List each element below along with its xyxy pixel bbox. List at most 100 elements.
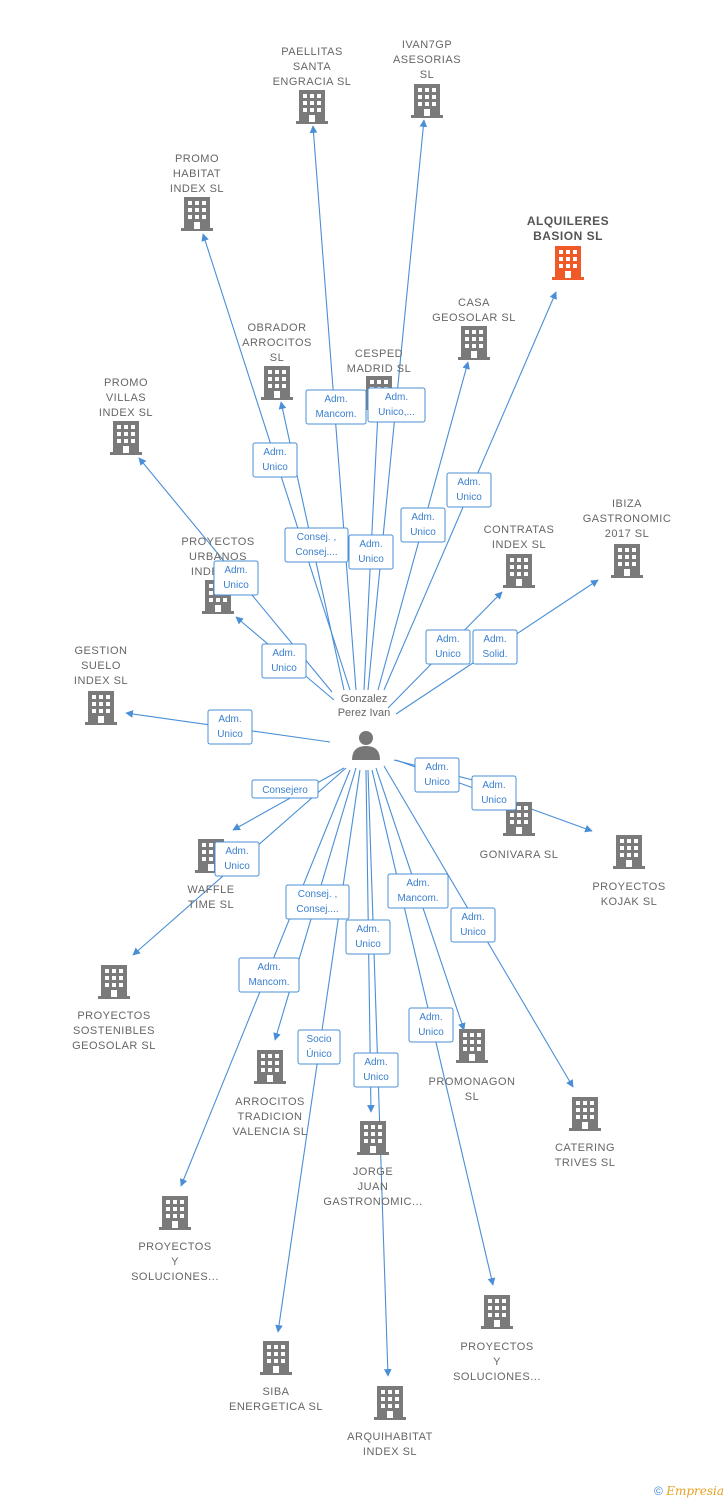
role-label-contratas[interactable]: Adm.Unico bbox=[425, 629, 471, 665]
role-box[interactable] bbox=[285, 884, 350, 920]
building-icon[interactable] bbox=[110, 421, 142, 455]
role-label-waffle[interactable]: Consejero bbox=[251, 779, 319, 799]
building-icon[interactable] bbox=[98, 965, 130, 999]
building-icon[interactable] bbox=[159, 1196, 191, 1230]
role-label-gestion-suelo[interactable]: Adm.Unico bbox=[207, 709, 253, 745]
role-box[interactable] bbox=[446, 472, 492, 508]
building-icon[interactable] bbox=[569, 1097, 601, 1131]
role-box[interactable] bbox=[252, 442, 298, 478]
building-icon[interactable] bbox=[503, 554, 535, 588]
role-box[interactable] bbox=[297, 1029, 341, 1065]
role-box[interactable] bbox=[408, 1007, 454, 1043]
role-label-casa-geosolar[interactable]: Adm.Unico bbox=[400, 507, 446, 543]
person-icon[interactable] bbox=[352, 731, 380, 760]
company-label-line: CONTRATAS bbox=[484, 524, 555, 536]
role-label-cesped[interactable]: Adm.Unico bbox=[348, 534, 394, 570]
building-icon[interactable] bbox=[374, 1386, 406, 1420]
role-label-obrador[interactable]: Adm.Mancom. bbox=[305, 389, 367, 425]
role-label-catering[interactable]: Adm.Unico bbox=[450, 907, 496, 943]
building-icon[interactable] bbox=[481, 1295, 513, 1329]
role-label-alquileres[interactable]: Adm.Unico bbox=[446, 472, 492, 508]
building-icon[interactable] bbox=[296, 90, 328, 124]
role-box[interactable] bbox=[284, 527, 349, 563]
role-label-proyectos-kojak[interactable]: Adm.Unico bbox=[471, 775, 517, 811]
role-box[interactable] bbox=[305, 389, 367, 425]
role-box[interactable] bbox=[367, 387, 426, 423]
company-node-proyectos-soluciones-1[interactable]: PROYECTOSYSOLUCIONES... bbox=[131, 1196, 219, 1283]
role-box[interactable] bbox=[348, 534, 394, 570]
building-icon[interactable] bbox=[552, 246, 584, 280]
company-node-proyectos-soluciones-2[interactable]: PROYECTOSYSOLUCIONES... bbox=[453, 1295, 541, 1383]
role-box[interactable] bbox=[425, 629, 471, 665]
person-node[interactable]: Gonzalez Perez Ivan bbox=[338, 693, 391, 760]
role-box[interactable] bbox=[214, 841, 260, 877]
role-label-promo-habitat[interactable]: Adm.Unico bbox=[252, 442, 298, 478]
role-text-line: Unico bbox=[460, 927, 486, 938]
building-icon[interactable] bbox=[611, 544, 643, 578]
building-icon[interactable] bbox=[260, 1341, 292, 1375]
role-box[interactable] bbox=[414, 757, 460, 793]
role-label-promonagon[interactable]: Adm.Mancom. bbox=[387, 873, 449, 909]
role-box[interactable] bbox=[261, 643, 307, 679]
role-box[interactable] bbox=[207, 709, 253, 745]
role-box[interactable] bbox=[353, 1052, 399, 1088]
building-icon[interactable] bbox=[613, 835, 645, 869]
role-label-ivan7gp[interactable]: Adm.Unico,... bbox=[367, 387, 426, 423]
role-box[interactable] bbox=[213, 560, 259, 596]
company-label-line: KOJAK SL bbox=[601, 896, 658, 908]
role-box[interactable] bbox=[472, 629, 518, 665]
building-icon[interactable] bbox=[411, 84, 443, 118]
role-label-proyectos-urbanos[interactable]: Adm.Unico bbox=[261, 643, 307, 679]
role-label-jorge-juan[interactable]: Adm.Unico bbox=[345, 919, 391, 955]
building-icon[interactable] bbox=[261, 366, 293, 400]
role-label-arrocitos-tradicion[interactable]: Consej. ,Consej.... bbox=[285, 884, 350, 920]
company-label-line: TRADICION bbox=[238, 1111, 303, 1123]
company-node-gonivara[interactable]: GONIVARA SL bbox=[480, 802, 559, 861]
role-label-arquihabitat[interactable]: Adm.Unico bbox=[353, 1052, 399, 1088]
role-box[interactable] bbox=[251, 779, 319, 799]
role-box[interactable] bbox=[450, 907, 496, 943]
building-icon[interactable] bbox=[254, 1050, 286, 1084]
building-icon[interactable] bbox=[456, 1029, 488, 1063]
building-icon[interactable] bbox=[85, 691, 117, 725]
building-icon[interactable] bbox=[458, 326, 490, 360]
role-box[interactable] bbox=[345, 919, 391, 955]
role-box[interactable] bbox=[471, 775, 517, 811]
role-text-line: Consej. , bbox=[298, 889, 337, 900]
role-label-proyectos-sostenibles[interactable]: Adm.Unico bbox=[214, 841, 260, 877]
company-node-jorge-juan[interactable]: JORGEJUANGASTRONOMIC... bbox=[323, 1121, 422, 1208]
building-icon[interactable] bbox=[357, 1121, 389, 1155]
role-box[interactable] bbox=[387, 873, 449, 909]
company-label-line: Y bbox=[171, 1256, 179, 1268]
role-label-ibiza[interactable]: Adm.Solid. bbox=[472, 629, 518, 665]
role-text-line: Adm. bbox=[225, 846, 248, 857]
role-label-proyectos-soluciones-1[interactable]: Adm.Mancom. bbox=[238, 957, 300, 993]
role-box[interactable] bbox=[400, 507, 446, 543]
role-label-promo-villas[interactable]: Adm.Unico bbox=[213, 560, 259, 596]
building-icon[interactable] bbox=[181, 197, 213, 231]
role-box[interactable] bbox=[238, 957, 300, 993]
role-label-paellitas[interactable]: Consej. ,Consej.... bbox=[284, 527, 349, 563]
role-label-gonivara[interactable]: Adm.Unico bbox=[414, 757, 460, 793]
role-label-proyectos-soluciones-2[interactable]: Adm.Unico bbox=[408, 1007, 454, 1043]
